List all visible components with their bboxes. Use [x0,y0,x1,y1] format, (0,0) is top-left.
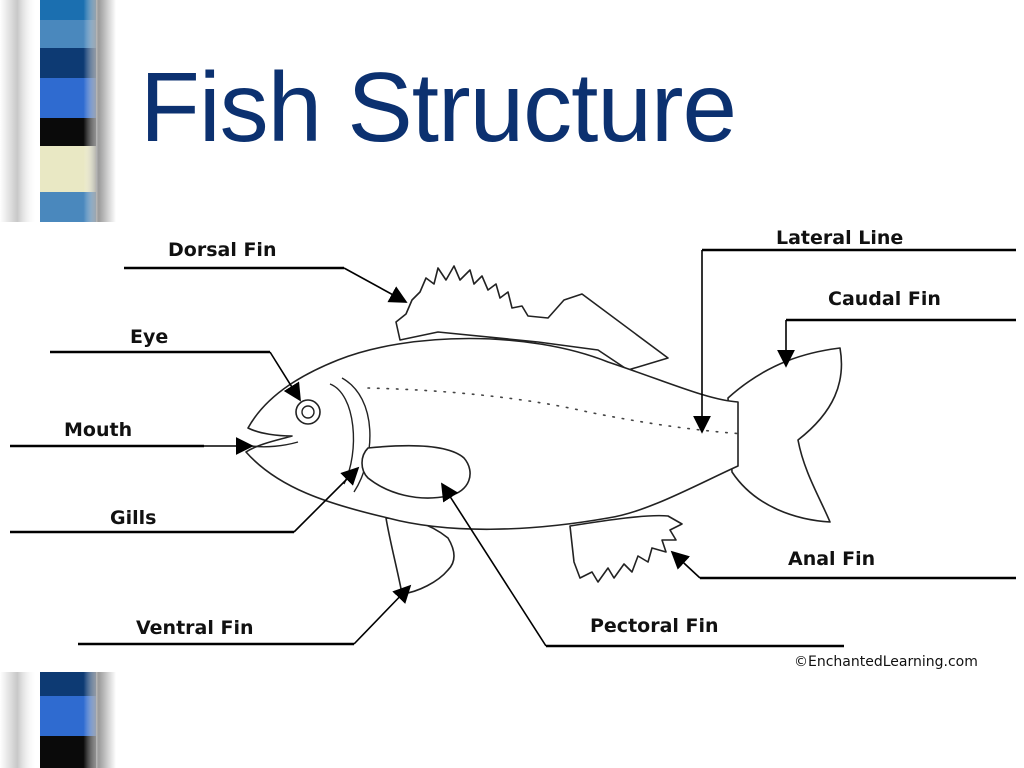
svg-text:Anal Fin: Anal Fin [788,548,875,570]
svg-text:Dorsal Fin: Dorsal Fin [168,239,276,261]
stripe-bar-top [0,0,116,222]
fish-diagram: Dorsal Fin Eye Mouth Gills Ventral Fin L… [8,222,1018,672]
label-dorsal-fin: Dorsal Fin [124,239,408,303]
svg-text:Gills: Gills [110,507,156,529]
svg-text:Caudal Fin: Caudal Fin [828,288,941,310]
label-eye: Eye [50,326,301,402]
lateral-line-dots [367,387,745,435]
fish-eye [295,399,321,425]
caudal-fin-shape [727,347,843,523]
dorsal-fin-shape [395,265,669,371]
ventral-fin-shape [385,517,455,595]
credit-text: ©EnchantedLearning.com [794,654,978,670]
svg-text:Pectoral Fin: Pectoral Fin [590,615,719,637]
svg-text:Eye: Eye [130,326,168,348]
svg-text:Mouth: Mouth [64,419,132,441]
label-anal-fin: Anal Fin [670,548,1016,580]
anal-fin-shape [569,514,683,583]
label-ventral-fin: Ventral Fin [78,584,412,646]
svg-text:Ventral Fin: Ventral Fin [136,617,254,639]
label-caudal-fin: Caudal Fin [777,288,1016,368]
fish-body [245,337,739,531]
fish-diagram-svg: Dorsal Fin Eye Mouth Gills Ventral Fin L… [10,227,1016,670]
label-mouth: Mouth [10,419,254,455]
fish-illustration [245,265,843,595]
label-gills: Gills [10,466,360,534]
stripe-bar-bottom [0,672,116,768]
svg-text:Lateral Line: Lateral Line [776,227,903,249]
label-lateral-line: Lateral Line [693,227,1016,434]
slide-title: Fish Structure [140,52,737,162]
label-pectoral-fin: Pectoral Fin [441,482,844,648]
